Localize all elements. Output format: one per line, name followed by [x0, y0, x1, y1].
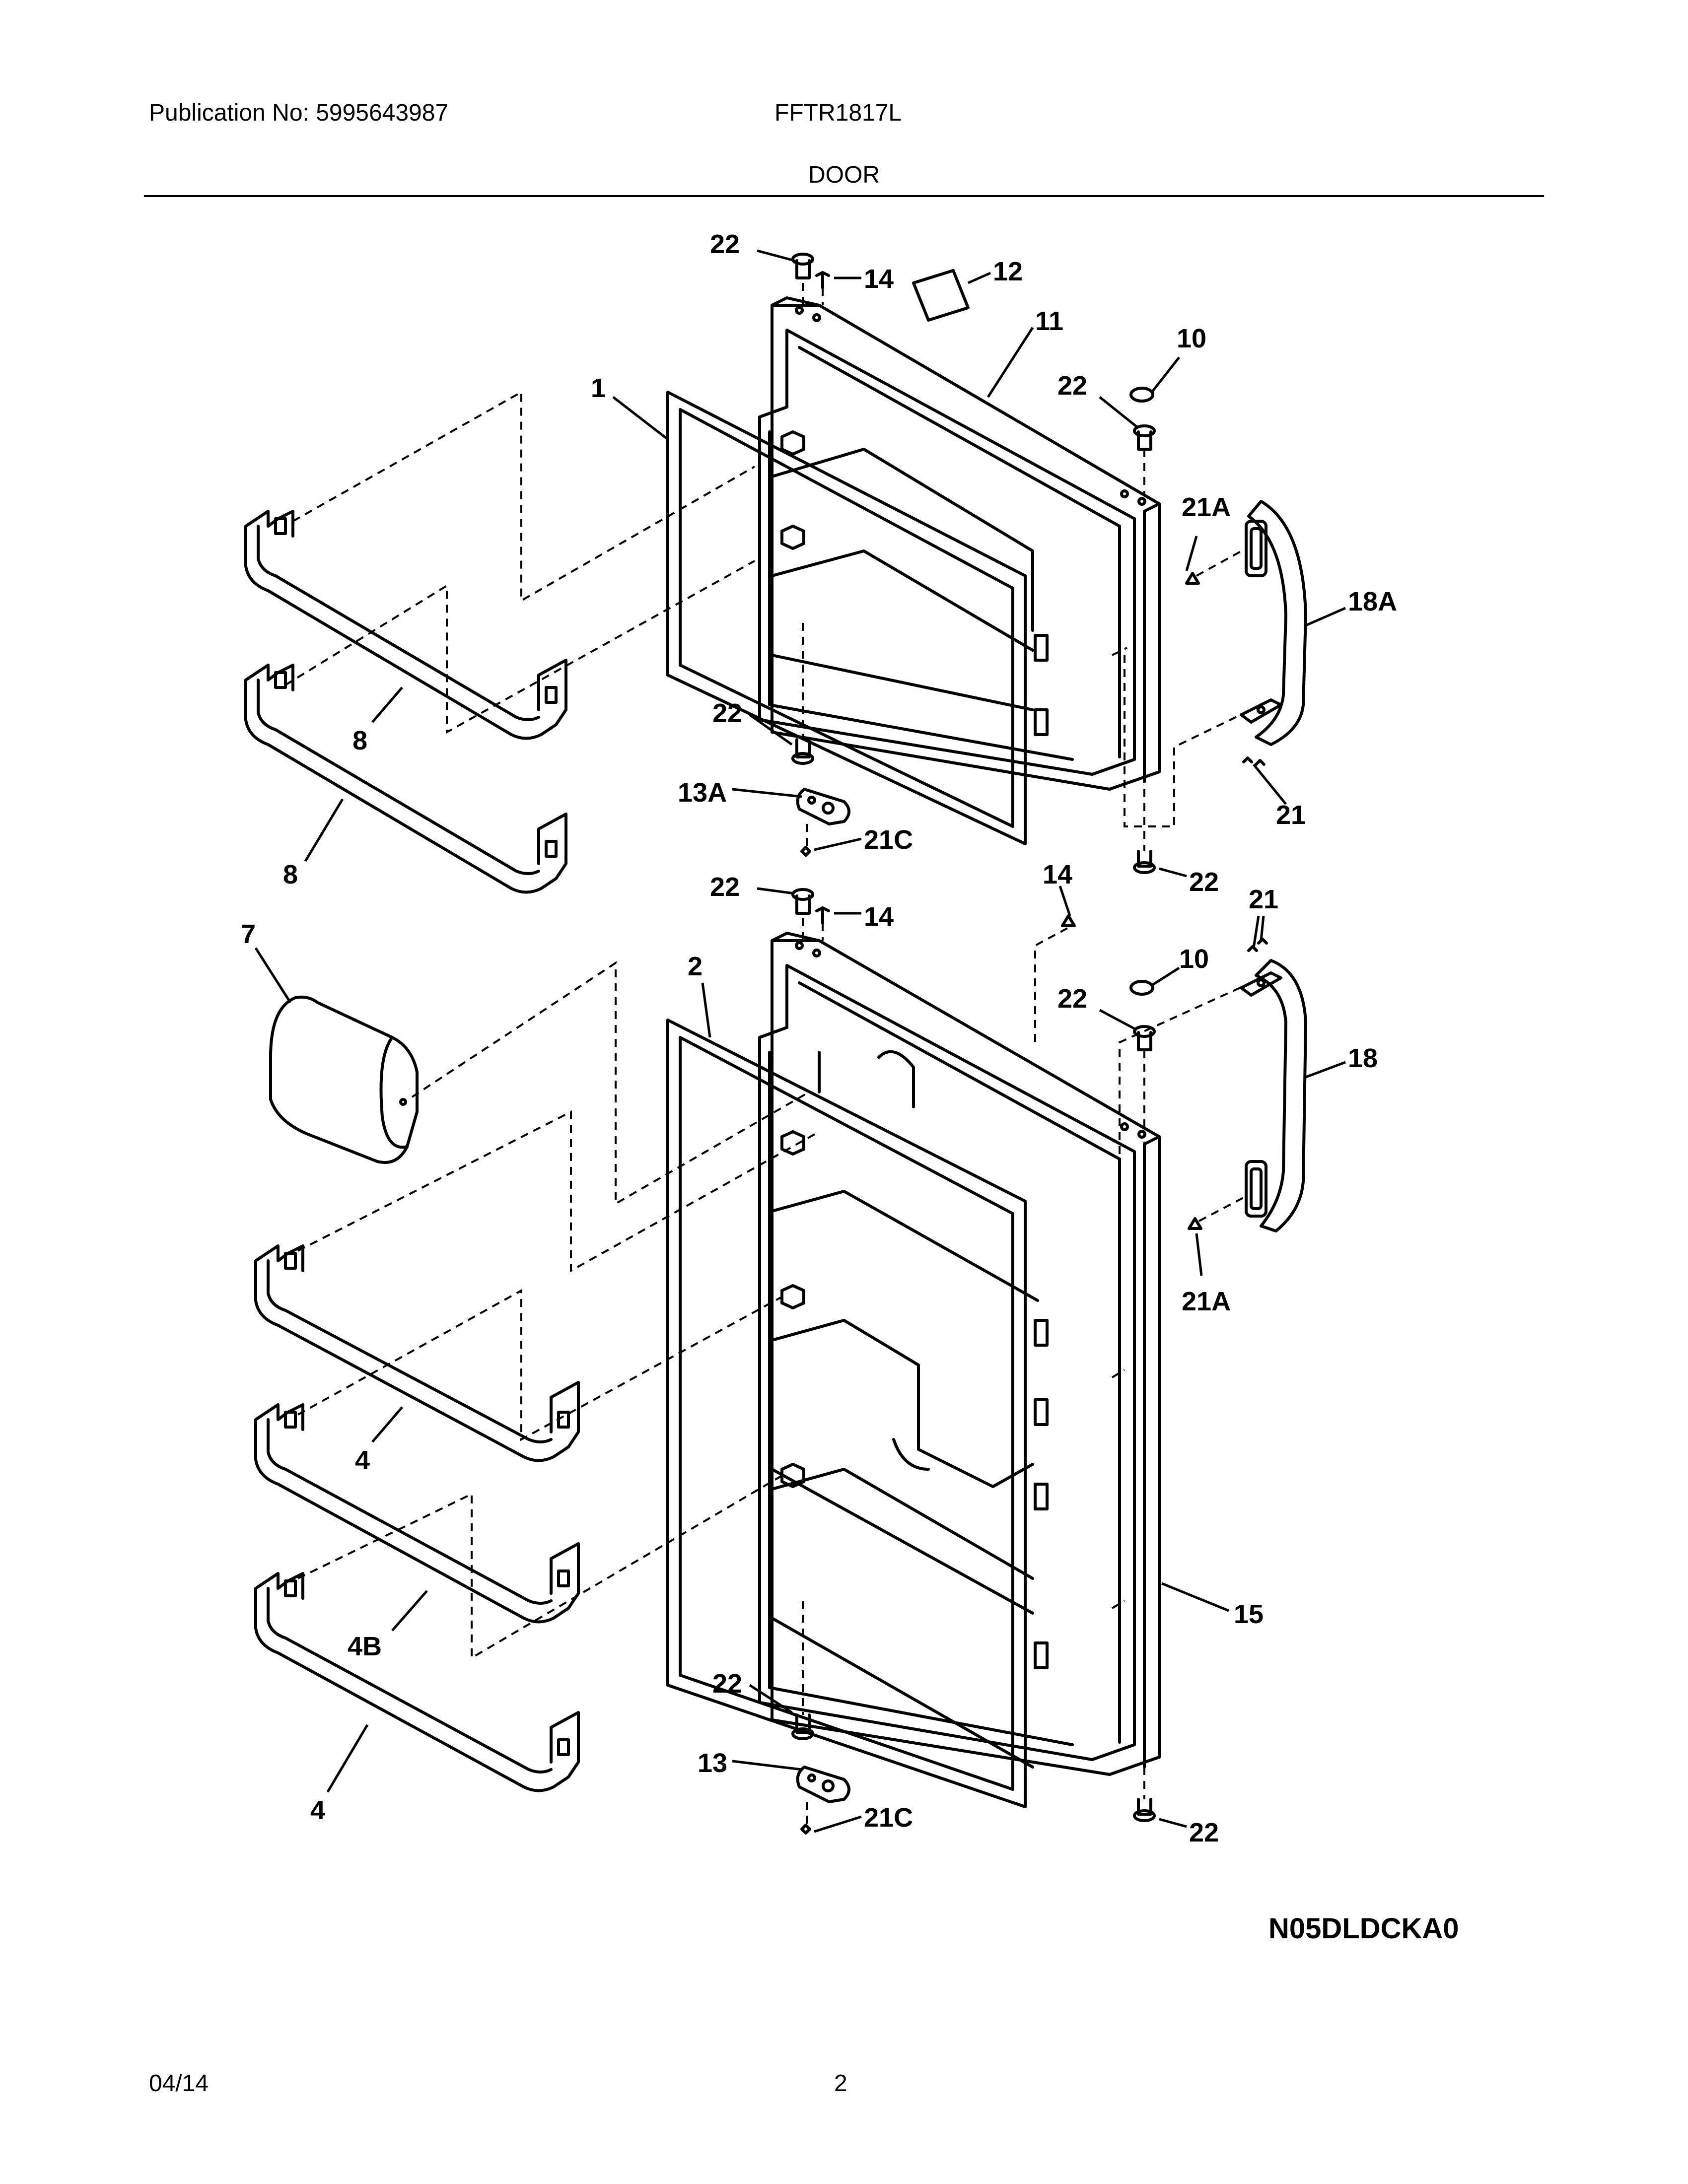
callout-10-upper: 10	[1177, 324, 1206, 353]
header-rule	[144, 195, 1544, 197]
lower-hole-plug	[1129, 980, 1154, 996]
upper-screws-21	[1242, 756, 1266, 766]
lower-right-hinge-pin	[1133, 1025, 1156, 1051]
callout-22-lower-hinge: 22	[712, 1669, 742, 1699]
callout-22-upper-right: 22	[1057, 371, 1087, 401]
lower-top-hinge-pin	[791, 888, 814, 915]
callout-2: 2	[688, 952, 703, 981]
lower-screw-14-side	[1061, 914, 1076, 927]
callout-4B: 4B	[348, 1632, 382, 1661]
callout-8-b: 8	[283, 860, 298, 889]
lower-shelf-bar-4b	[254, 1403, 580, 1624]
lower-screws-21	[1247, 938, 1268, 952]
callout-22-lower-right: 22	[1057, 984, 1087, 1014]
lower-screw-21A	[1188, 1217, 1202, 1230]
callout-21A-lower: 21A	[1182, 1287, 1231, 1316]
callout-21C-lower: 21C	[864, 1803, 913, 1833]
lower-butter-dish	[269, 995, 419, 1164]
callout-18A: 18A	[1348, 587, 1397, 616]
lower-lower-right-pin	[1133, 1798, 1156, 1822]
upper-shelf-bar-b	[244, 664, 567, 894]
upper-hole-plug	[1129, 387, 1154, 403]
callout-1: 1	[591, 373, 606, 403]
callout-15: 15	[1234, 1599, 1264, 1629]
callout-21A-upper: 21A	[1182, 492, 1231, 522]
callout-13A: 13A	[678, 778, 727, 808]
callout-21-upper: 21	[1276, 800, 1306, 830]
callout-22-upper-top: 22	[710, 229, 740, 259]
footer-date: 04/14	[149, 2070, 209, 2097]
callout-12: 12	[993, 257, 1023, 286]
upper-right-hinge-pin	[1133, 424, 1156, 451]
lower-screw-21C	[800, 1824, 811, 1835]
lower-door-liner	[758, 964, 1136, 1761]
upper-bottom-hinge-pin	[791, 738, 814, 765]
callout-21-lower: 21	[1249, 885, 1278, 914]
callout-13: 13	[698, 1748, 727, 1778]
section-title: DOOR	[808, 162, 880, 188]
callout-22-lower-top: 22	[710, 872, 740, 902]
upper-gasket	[666, 391, 1027, 845]
callout-14-lower-side: 14	[1043, 860, 1072, 889]
upper-lower-right-pin	[1133, 850, 1156, 874]
callout-7: 7	[241, 919, 256, 949]
lower-gasket	[666, 1019, 1027, 1808]
upper-top-hinge-pin	[791, 253, 814, 279]
lower-screw-14	[815, 906, 830, 925]
callout-8-a: 8	[352, 726, 367, 755]
callout-18: 18	[1348, 1043, 1378, 1073]
lower-hinge-bracket-13	[796, 1766, 850, 1803]
callout-4-b: 4	[310, 1795, 325, 1825]
lower-door-outer-panel	[771, 939, 1161, 1776]
lower-door-assembly	[758, 932, 1161, 1776]
upper-handle	[1240, 500, 1307, 746]
callout-14-upper: 14	[864, 264, 894, 294]
callout-11: 11	[1035, 306, 1063, 336]
callout-4-a: 4	[355, 1445, 370, 1475]
callout-21C-upper: 21C	[864, 825, 913, 855]
lower-bottom-hinge-pin	[791, 1713, 814, 1740]
upper-screw-21A	[1185, 572, 1200, 585]
lower-shelf-bar-a	[254, 1244, 580, 1462]
footer-page-number: 2	[834, 2070, 847, 2097]
callout-22-lower-bottom: 22	[1189, 1818, 1219, 1847]
upper-screw-21C	[800, 846, 811, 857]
publication-number: Publication No: 5995643987	[149, 100, 449, 126]
diagram-code: N05DLDCKA0	[1268, 1912, 1459, 1945]
upper-shelf-bar-a	[244, 510, 567, 740]
model-number: FFTR1817L	[774, 100, 902, 126]
callout-22-upper-bottom: 22	[1189, 867, 1219, 897]
upper-screw-14	[815, 271, 830, 289]
callout-14-lower: 14	[864, 902, 894, 932]
callout-10-lower: 10	[1179, 944, 1209, 974]
callout-22-upper-hinge: 22	[712, 698, 742, 728]
lower-handle	[1240, 959, 1307, 1232]
lower-shelf-bar-b	[254, 1572, 580, 1792]
upper-label-plate	[912, 269, 970, 322]
upper-hinge-bracket-13a	[796, 788, 850, 825]
upper-door-liner	[758, 329, 1136, 776]
